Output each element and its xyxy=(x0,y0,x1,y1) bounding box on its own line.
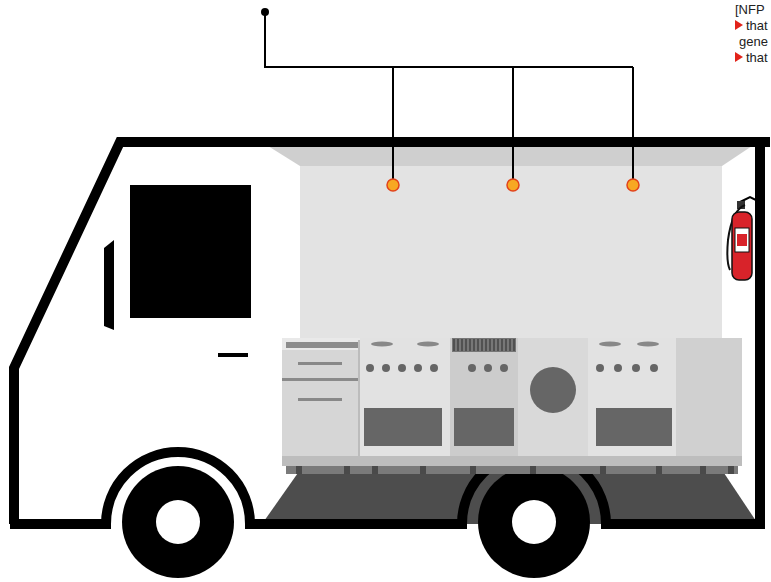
note-text: gene xyxy=(739,34,768,49)
griddle-grates xyxy=(454,339,514,351)
side-mirror xyxy=(104,240,114,330)
door-handle xyxy=(218,353,248,357)
back-wall xyxy=(300,166,722,346)
note-text: [NFP xyxy=(735,2,765,17)
note-text: that xyxy=(746,18,768,33)
fire-extinguisher xyxy=(727,197,762,280)
cab-window xyxy=(130,185,251,318)
wheel-hub xyxy=(156,500,200,544)
wheel-hub xyxy=(512,500,556,544)
wheel xyxy=(478,466,590,578)
bullet-triangle xyxy=(735,52,743,62)
bullet-triangle xyxy=(735,20,743,30)
suppression-piping xyxy=(265,12,633,180)
control-knobs xyxy=(366,364,658,372)
cooking-line xyxy=(282,338,742,474)
nozzle xyxy=(387,179,639,191)
note-text: that xyxy=(746,50,768,65)
cabinet-legs xyxy=(296,466,734,474)
pipe-end xyxy=(261,8,269,16)
ceiling xyxy=(268,146,752,166)
wheel xyxy=(122,466,234,578)
